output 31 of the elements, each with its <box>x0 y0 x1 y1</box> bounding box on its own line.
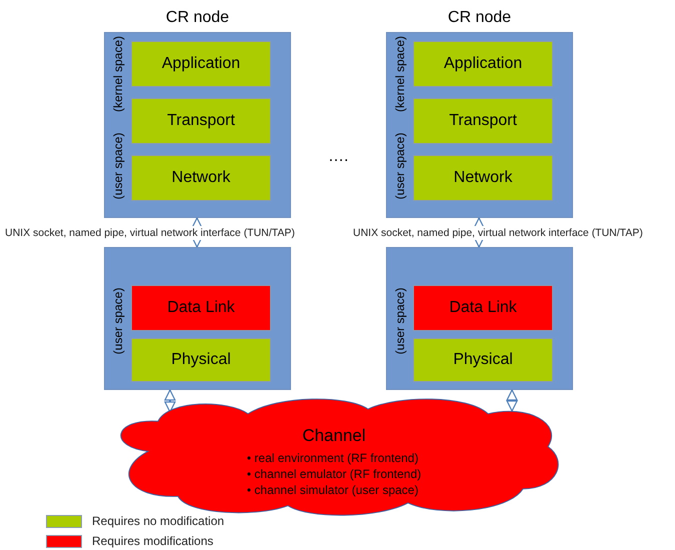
cloud-title: Channel <box>302 425 366 446</box>
vertical-label: (kernel space) <box>392 36 408 112</box>
vertical-label: (user space) <box>392 288 408 354</box>
bullet-item: • real environment (RF frontend) <box>246 450 420 466</box>
layer-box: Network <box>413 155 553 201</box>
bullet-item: • channel simulator (user space) <box>246 482 420 498</box>
node-heading: CR node <box>166 8 230 28</box>
vertical-label: (user space) <box>110 132 126 200</box>
edge-label: UNIX socket, named pipe, virtual network interface (TUN/TAP) <box>352 226 644 240</box>
vertical-label: (user space) <box>110 288 126 354</box>
double-arrow <box>506 389 518 412</box>
layer-box: Network <box>131 155 271 201</box>
double-arrow <box>164 389 176 413</box>
stack-panel <box>104 247 291 390</box>
bullet-item: • channel emulator (RF frontend) <box>246 466 422 482</box>
layer-box: Data Link <box>413 285 553 331</box>
layer-box: Physical <box>413 338 553 382</box>
layer-box: Application <box>413 41 553 87</box>
edge-label: UNIX socket, named pipe, virtual network interface (TUN/TAP) <box>4 226 296 240</box>
legend-text: Requires modifications <box>92 534 214 548</box>
node-heading: CR node <box>448 8 512 28</box>
layer-box: Physical <box>131 338 271 382</box>
layer-box: Data Link <box>131 285 271 331</box>
vertical-label: (user space) <box>392 132 408 200</box>
layer-box: Application <box>131 41 271 87</box>
legend-text: Requires no modification <box>92 514 224 528</box>
stack-panel <box>386 247 573 390</box>
vertical-label: (kernel space) <box>110 36 126 112</box>
layer-box: Transport <box>131 98 271 144</box>
ellipsis-label: …. <box>328 147 348 167</box>
layer-box: Transport <box>413 98 553 144</box>
